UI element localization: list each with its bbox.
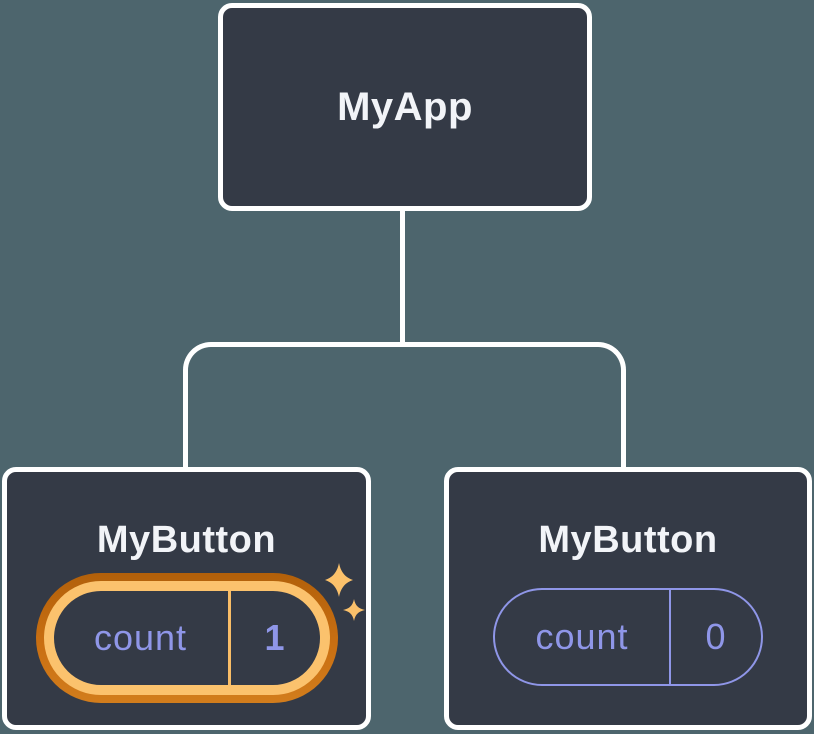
tree-node-button-right: MyButton count 0 (444, 467, 812, 730)
tree-node-button-left: MyButton count 1 (2, 467, 371, 730)
connector-root-stem (400, 209, 405, 342)
state-value: 0 (669, 590, 761, 684)
connector-branch (183, 342, 626, 467)
state-badge-highlighted: count 1 (43, 581, 330, 695)
state-badge-glow: count 1 (35, 573, 338, 703)
tree-node-root: MyApp (218, 3, 592, 211)
sparkles-icon (325, 563, 365, 621)
root-node-title: MyApp (337, 85, 473, 129)
state-value: 1 (227, 591, 320, 685)
left-node-title: MyButton (96, 519, 277, 561)
state-name: count (93, 617, 188, 658)
state-name: count (535, 616, 629, 657)
state-badge-plain: count 0 (493, 588, 763, 686)
right-node-title: MyButton (538, 519, 718, 561)
